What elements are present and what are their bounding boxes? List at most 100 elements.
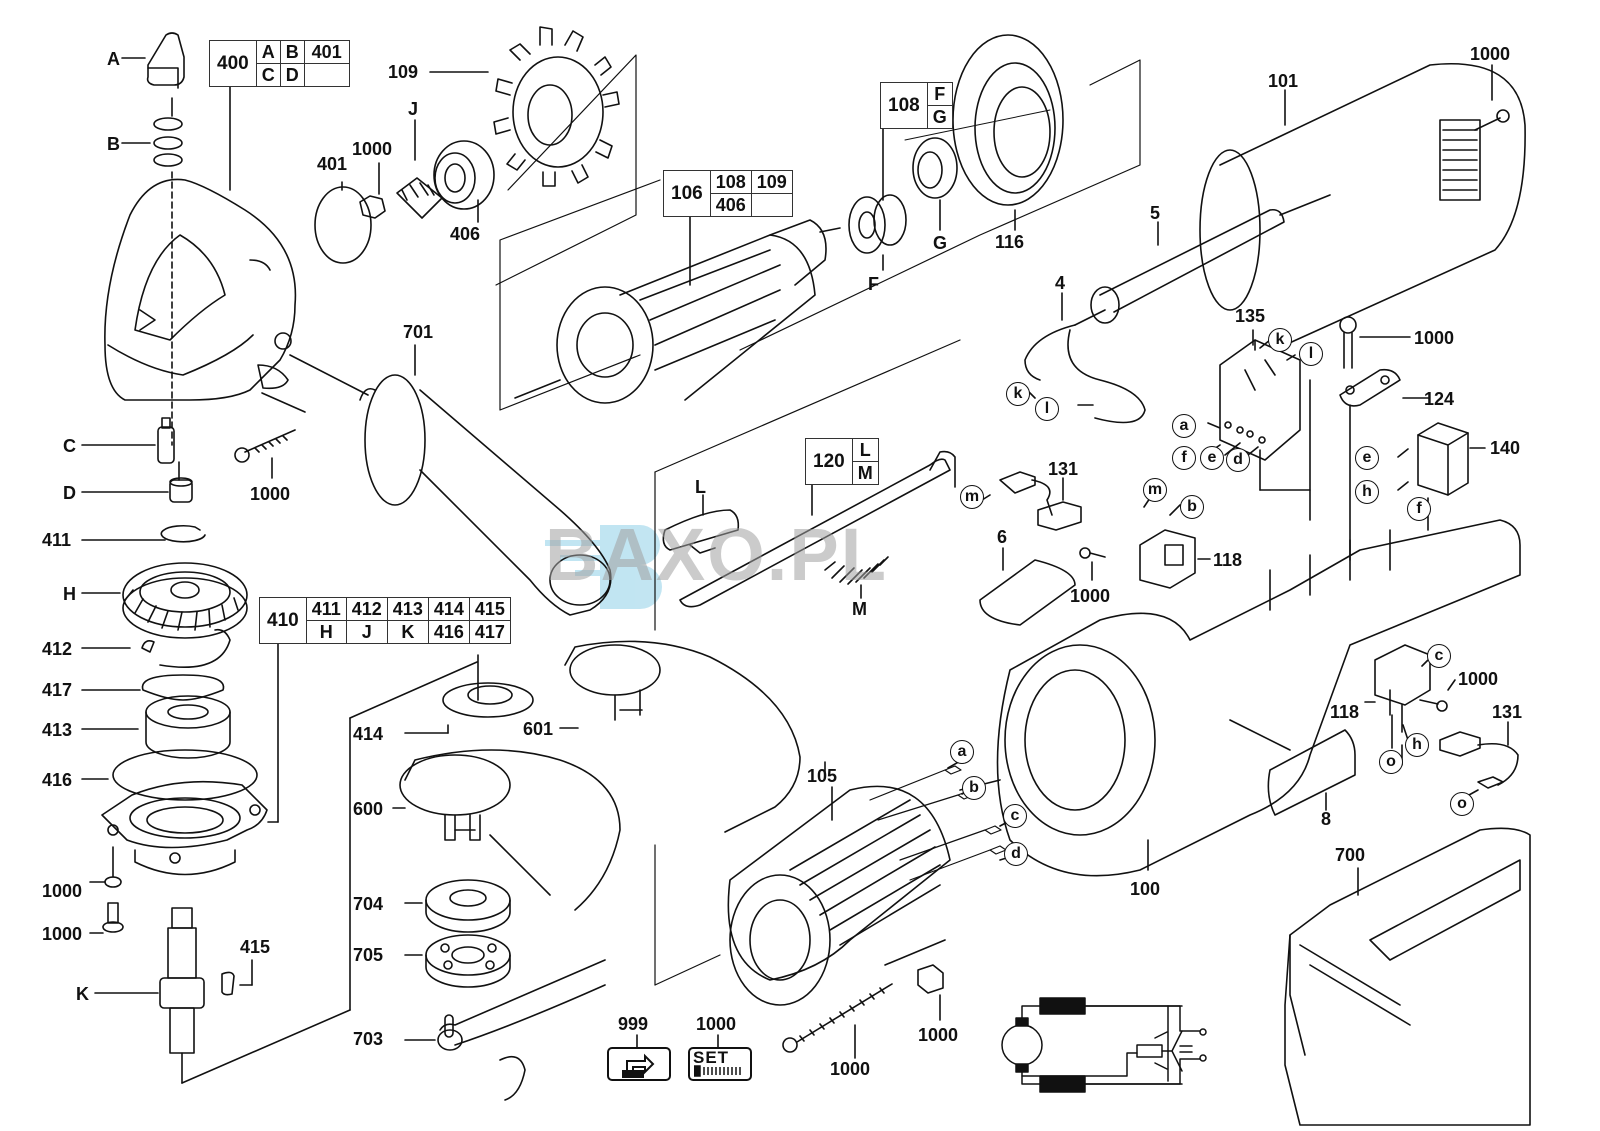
part-label-118-top: 118 (1213, 550, 1243, 570)
part-label-131-bottom: 131 (1492, 702, 1523, 722)
suppressor-140-part (1417, 422, 1469, 496)
part-label-100: 100 (1130, 879, 1161, 899)
ref-cell: D (279, 63, 305, 87)
connector-o-brush: o (1450, 792, 1474, 816)
part-label-705: 705 (353, 945, 384, 965)
fan-part (493, 26, 620, 187)
connector-h-suppressor: h (1355, 480, 1379, 504)
armature-part (514, 219, 841, 404)
connector-a-stator: a (950, 740, 974, 764)
part-label-601: 601 (523, 719, 554, 739)
carbon-brush-top-part (999, 471, 1082, 531)
part-label-101: 101 (1268, 71, 1299, 91)
flange-bolt-part (102, 902, 124, 933)
connector-b-stator: b (962, 776, 986, 800)
bearing-part (145, 695, 231, 759)
repeat-arrow-icon (607, 1047, 671, 1081)
part-label-F: F (868, 274, 879, 294)
bearing-F-part (848, 194, 907, 254)
ref-cell: A (255, 40, 281, 64)
screw-124-part (1339, 316, 1357, 369)
bearing-G-part (912, 137, 958, 199)
part-label-H: H (63, 584, 76, 604)
ref-table-400: 400 A B 401 C D (209, 40, 350, 87)
bevel-gear-part (122, 562, 248, 639)
brush-holder-top-part (1139, 529, 1196, 589)
ref-cell: 412 (345, 597, 388, 621)
part-label-109: 109 (388, 62, 419, 82)
part-label-1000-screw124: 1000 (1414, 328, 1455, 348)
connector-f-switch: f (1172, 446, 1196, 470)
part-label-1000-clip: 1000 (918, 1025, 959, 1045)
connector-l-switch: l (1299, 342, 1323, 366)
part-label-116: 116 (995, 232, 1025, 252)
ref-cell: L (851, 438, 879, 462)
part-label-K: K (76, 984, 89, 1004)
wheel-guard-601-part (564, 640, 801, 833)
ref-cell: 416 (427, 620, 470, 644)
ref-cell: K (386, 620, 429, 644)
set-icon-text: SET (693, 1048, 730, 1067)
part-label-703: 703 (353, 1029, 384, 1049)
ref-table-main: 106 (663, 170, 711, 217)
part-label-1000-cover-screw: 1000 (250, 484, 291, 504)
part-label-415: 415 (240, 937, 271, 957)
ref-cell: M (851, 461, 879, 485)
ref-cell: 109 (750, 170, 793, 194)
cable-clamp-124-part (1339, 368, 1401, 407)
gear-housing-part (104, 178, 297, 401)
bushing-part (169, 477, 193, 503)
connector-m-brush: m (960, 485, 984, 509)
cap-screw-part (1474, 109, 1510, 131)
part-label-1000-set: 1000 (696, 1014, 737, 1034)
connector-l-cable: l (1035, 397, 1059, 421)
stator-screw-part (782, 983, 893, 1053)
part-label-G: G (933, 233, 948, 253)
ref-cell (303, 63, 350, 87)
part-label-6: 6 (997, 527, 1008, 547)
brush-holder-bottom-part (1374, 644, 1431, 716)
switch-rod-120-part (679, 450, 956, 608)
part-label-118-bottom: 118 (1330, 702, 1360, 722)
part-label-4: 4 (1055, 273, 1066, 293)
switch-slider-L-part (662, 509, 740, 554)
ref-cell: 108 (709, 170, 752, 194)
part-label-417: 417 (42, 680, 73, 700)
part-label-406: 406 (450, 224, 481, 244)
ball-bearing-406-part (433, 140, 495, 210)
ref-table-410: 410 411 412 413 414 415 H J K 416 417 (259, 597, 511, 644)
part-label-140: 140 (1490, 438, 1521, 458)
circlip-part (160, 524, 206, 543)
label-plate-8-part (1267, 729, 1356, 816)
part-label-J: J (408, 99, 419, 119)
watermark-logo-icon (545, 525, 662, 609)
wheel-guard-600-part (399, 749, 621, 911)
spring-part (153, 117, 183, 167)
o-ring-401-part (314, 186, 372, 264)
part-label-124: 124 (1424, 389, 1455, 409)
ref-table-main: 400 (209, 40, 257, 87)
part-label-1000-nut: 1000 (352, 139, 393, 159)
part-label-B: B (107, 134, 120, 154)
part-label-700: 700 (1335, 845, 1366, 865)
connector-f-suppressor: f (1407, 497, 1431, 521)
ref-cell: 414 (427, 597, 470, 621)
ref-cell: C (255, 63, 281, 87)
power-cable-part (1024, 309, 1146, 424)
ref-table-120: 120 L M (805, 438, 879, 485)
hex-nut-part (359, 195, 386, 219)
connector-o-holder: o (1379, 750, 1403, 774)
part-label-105: 105 (807, 766, 838, 786)
bearing-flange-part (101, 780, 268, 876)
part-label-416: 416 (42, 770, 73, 790)
part-label-412: 412 (42, 639, 73, 659)
switch-knob-part (146, 32, 185, 89)
ref-cell: 401 (303, 40, 350, 64)
auxiliary-handle-part (289, 354, 612, 616)
circuit-diagram (1001, 997, 1207, 1093)
part-label-A: A (107, 49, 120, 69)
part-label-1000-washer: 1000 (42, 881, 83, 901)
pin-spanner-703-part (437, 959, 606, 1101)
part-label-1000-118-bottom: 1000 (1458, 669, 1499, 689)
part-label-M: M (852, 599, 867, 619)
